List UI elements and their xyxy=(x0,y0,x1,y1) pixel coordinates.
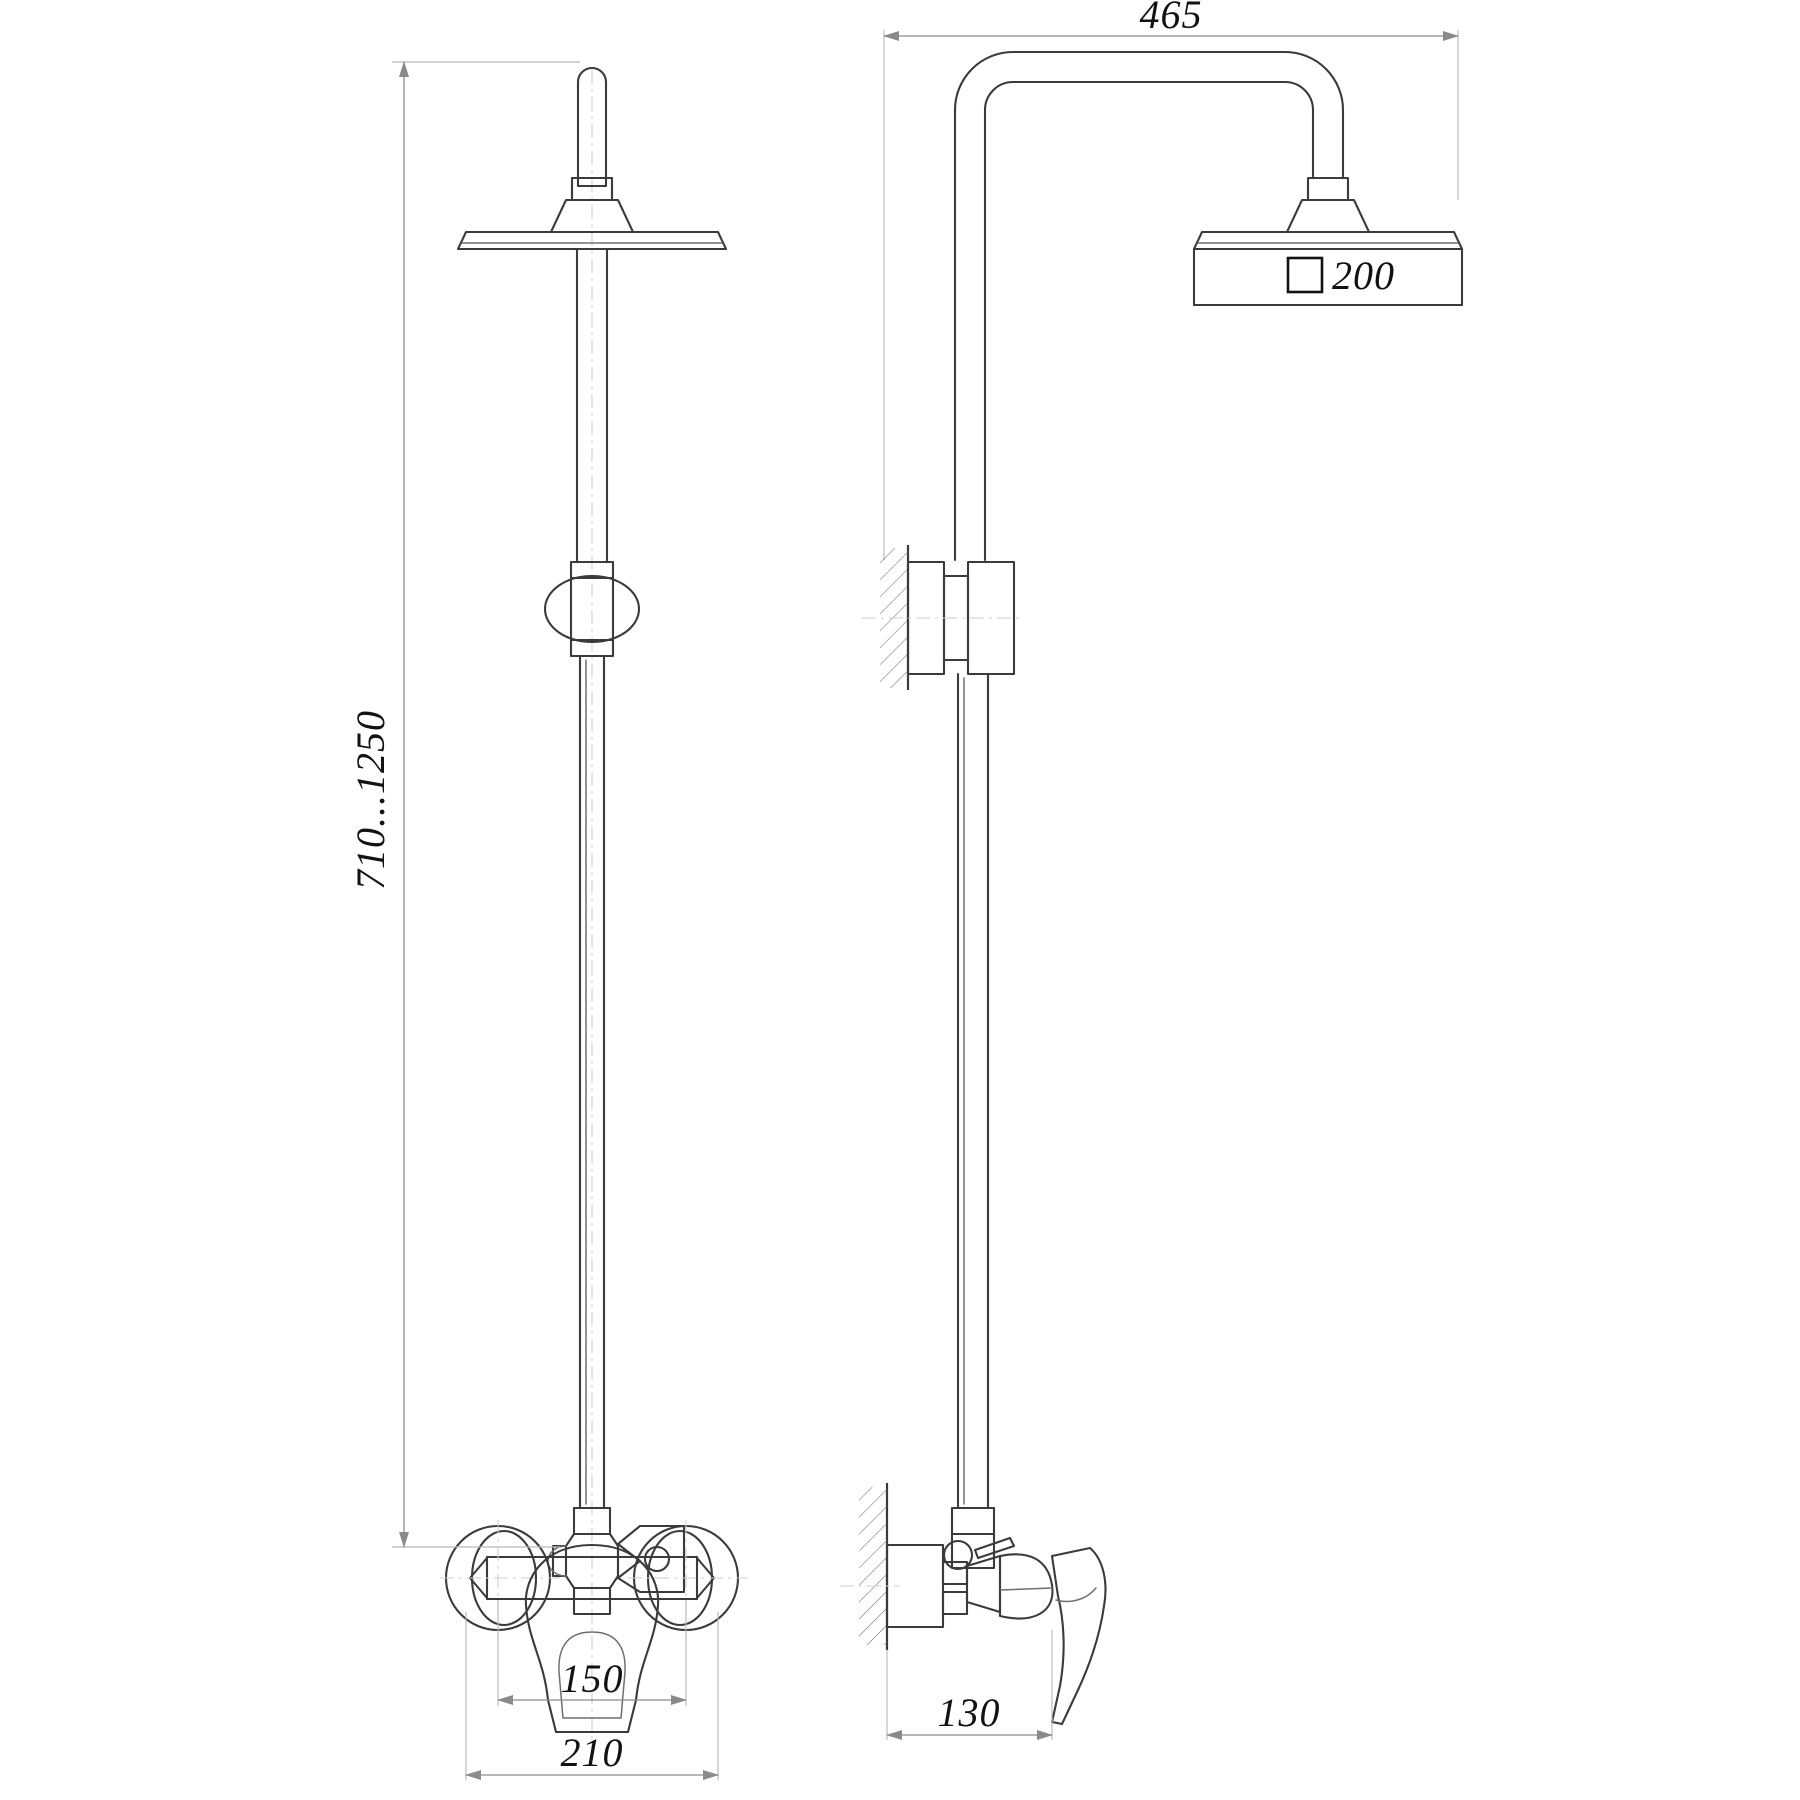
side-riser-pipe xyxy=(956,672,990,1510)
side-upper-wall-bracket xyxy=(862,545,1024,690)
front-shower-arm xyxy=(576,67,608,188)
side-diverter-knob xyxy=(942,1536,1016,1571)
front-riser-upper xyxy=(575,247,609,564)
side-shower-head xyxy=(1192,230,1464,307)
front-mixer-lever xyxy=(524,1543,660,1734)
side-mixer-lever xyxy=(1050,1546,1107,1726)
front-shower-head xyxy=(456,230,728,251)
dimtext-mixer-width: 210 xyxy=(561,1730,624,1775)
side-wall-flange xyxy=(840,1483,969,1650)
front-right-inlet xyxy=(628,1520,748,1638)
side-diverter-collar xyxy=(950,1506,996,1570)
side-mixer-body xyxy=(965,1553,1054,1620)
side-head-collar xyxy=(1285,176,1371,234)
dimtext-mixer-depth: 130 xyxy=(938,1690,1001,1735)
square-symbol-icon xyxy=(1286,256,1324,294)
front-left-inlet xyxy=(440,1520,560,1638)
dimtext-height-range: 710...1250 xyxy=(348,710,393,890)
side-view: 465 200 xyxy=(840,0,1464,1740)
wall-hatch-lower xyxy=(859,1487,887,1645)
side-shower-arm xyxy=(953,50,1345,562)
front-slider-bracket xyxy=(543,560,641,658)
dimtext-mixer-centers: 150 xyxy=(561,1656,624,1701)
dimtext-reach: 465 xyxy=(1140,0,1203,37)
dimtext-head-size: 200 xyxy=(1332,253,1395,298)
front-riser-lower xyxy=(578,654,606,1510)
front-view: 150 210 710...1250 xyxy=(348,61,748,1780)
